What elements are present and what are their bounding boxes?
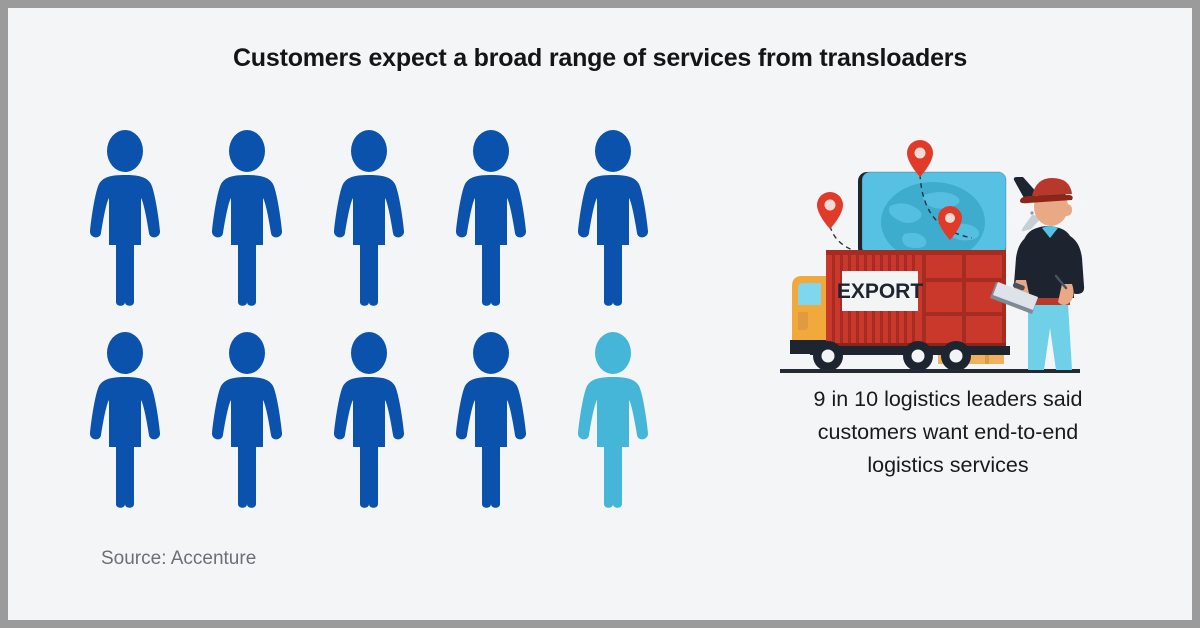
person-icon-2 (207, 130, 287, 310)
page-title: Customers expect a broad range of servic… (232, 44, 968, 72)
caption-line-1: 9 in 10 logistics leaders said (813, 387, 1083, 411)
export-sign-text: EXPORT (837, 280, 924, 303)
person-icon-9 (451, 332, 531, 512)
caption-line-2: customers want end-to-end (817, 420, 1079, 444)
person-icon-1 (85, 130, 165, 310)
map-pin (907, 140, 933, 177)
clipboard-icon (990, 282, 1038, 314)
person-icon-5 (573, 130, 653, 310)
map-pin (817, 192, 843, 229)
truck-wheels (810, 341, 1010, 371)
world-map-tablet (858, 171, 1007, 262)
shipping-container-truck: EXPORT (826, 250, 1006, 348)
person-icon-8 (329, 332, 409, 512)
pictogram-chart (85, 130, 695, 520)
person-icon-6 (85, 332, 165, 512)
person-icon-10 (573, 332, 653, 512)
caption-line-3: logistics services (867, 453, 1029, 477)
source-label: Source: Accenture (101, 548, 257, 569)
logistics-worker-with-clipboard (990, 178, 1085, 370)
person-icon-7 (207, 332, 287, 512)
person-icon-4 (451, 130, 531, 310)
pictogram-row (85, 332, 695, 512)
person-icon-3 (329, 130, 409, 310)
export-sign: EXPORT (837, 271, 924, 311)
caption-text: 9 in 10 logistics leaders said customers… (753, 383, 1143, 482)
export-logistics-illustration: EXPORT (770, 134, 1120, 379)
pictogram-row (85, 130, 695, 310)
map-pin (938, 206, 962, 240)
ground-line (780, 369, 1080, 373)
